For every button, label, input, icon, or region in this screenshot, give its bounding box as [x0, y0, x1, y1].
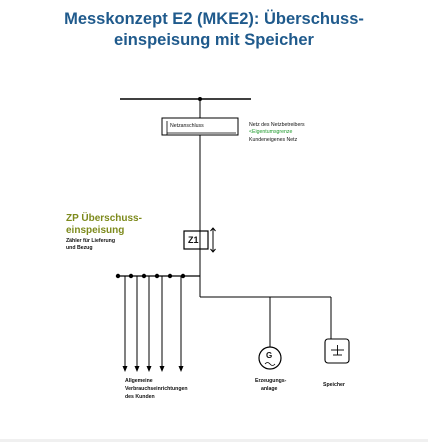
meter-box — [183, 230, 209, 250]
meter-arrows-icon — [210, 227, 216, 253]
metering-point-heading-line-2: einspeisung — [66, 225, 125, 236]
generator-label-line-1: Erzeugungs- — [255, 378, 287, 384]
page-title: Messkonzept E2 (MKE2): Überschuss- einsp… — [0, 9, 428, 51]
grid-connection-label: Netzanschluss — [170, 123, 204, 129]
metering-point-heading-line-1: ZP Überschuss- — [66, 213, 142, 224]
storage-label: Speicher — [323, 382, 345, 388]
consumer-arrow-icon — [159, 366, 165, 372]
generator-icon — [258, 346, 282, 370]
consumer-arrow-icon — [178, 366, 184, 372]
operator-network-label: Netz des Netzbetreibers — [249, 122, 305, 128]
consumers-label-line-3: des Kunden — [125, 394, 155, 400]
consumer-arrow-icon — [122, 366, 128, 372]
bus-node — [128, 273, 134, 279]
bus-node — [167, 273, 173, 279]
bus-node — [154, 273, 160, 279]
storage-icon — [324, 338, 350, 364]
consumer-arrow-icon — [134, 366, 140, 372]
customer-network-label: Kundeneigenes Netz — [249, 137, 298, 143]
generator-symbol-letter: G — [266, 351, 273, 360]
ownership-boundary-label: <Eigentumsgrenze — [249, 129, 293, 135]
meter-description-line-1: Zähler für Lieferung — [66, 238, 115, 244]
bus-node — [180, 273, 186, 279]
title-line-2: einspeisung mit Speicher — [114, 31, 314, 49]
title-line-1: Messkonzept E2 (MKE2): Überschuss- — [64, 10, 364, 28]
consumer-arrows — [122, 366, 184, 372]
consumer-arrow-icon — [146, 366, 152, 372]
battery-cells-icon — [331, 345, 344, 356]
meter-id: Z1 — [188, 235, 199, 245]
metering-point-heading: ZP Überschuss- einspeisung — [66, 213, 142, 237]
generation-branch — [199, 276, 332, 347]
meter-description-line-2: und Bezug — [66, 245, 93, 251]
generator-label-line-2: anlage — [261, 386, 278, 392]
bus-node — [115, 273, 121, 279]
generator-wave — [264, 362, 276, 366]
consumers-label-line-1: Allgemeine — [125, 378, 153, 384]
footer-divider — [0, 439, 428, 442]
bus-node — [141, 273, 147, 279]
consumer-feeders — [124, 276, 182, 367]
consumers-label-line-2: Verbrauchseinrichtungen — [125, 386, 188, 392]
